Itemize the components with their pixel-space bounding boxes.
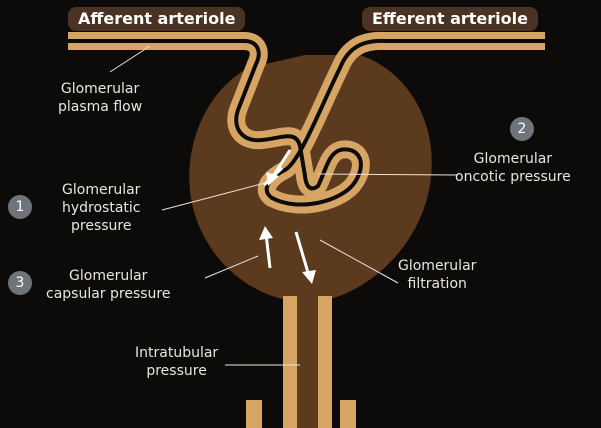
hydrostatic-label: Glomerular hydrostatic pressure [62,181,141,235]
oncotic-line-1: Glomerular [455,150,571,168]
capsular-line-1: Glomerular [46,267,170,285]
tubule [246,296,356,428]
afferent-arteriole-label: Afferent arteriole [68,7,245,31]
intratubular-label: Intratubular pressure [135,344,218,380]
hydrostatic-line-1: Glomerular [62,181,141,199]
intratubular-line-2: pressure [135,362,218,380]
intratubular-line-1: Intratubular [135,344,218,362]
plasma-flow-line-2: plasma flow [58,98,142,116]
tubule-wall-right [318,296,332,428]
badge-3: 3 [8,271,32,295]
tubule-stub-left [246,400,262,428]
filtration-label: Glomerular filtration [398,257,476,293]
hydrostatic-line-3: pressure [62,217,141,235]
filtration-line-1: Glomerular [398,257,476,275]
tubule-wall-left [283,296,297,428]
badge-1: 1 [8,195,32,219]
capsular-label: Glomerular capsular pressure [46,267,170,303]
capsular-line-2: capsular pressure [46,285,170,303]
plasma-flow-line-1: Glomerular [58,80,142,98]
efferent-arteriole-label: Efferent arteriole [362,7,538,31]
oncotic-label: Glomerular oncotic pressure [455,150,571,186]
oncotic-line-2: oncotic pressure [455,168,571,186]
badge-2: 2 [510,117,534,141]
tubule-lumen [297,296,318,428]
plasma-flow-label: Glomerular plasma flow [58,80,142,116]
tubule-stub-right [340,400,356,428]
filtration-line-2: filtration [398,275,476,293]
hydrostatic-line-2: hydrostatic [62,199,141,217]
